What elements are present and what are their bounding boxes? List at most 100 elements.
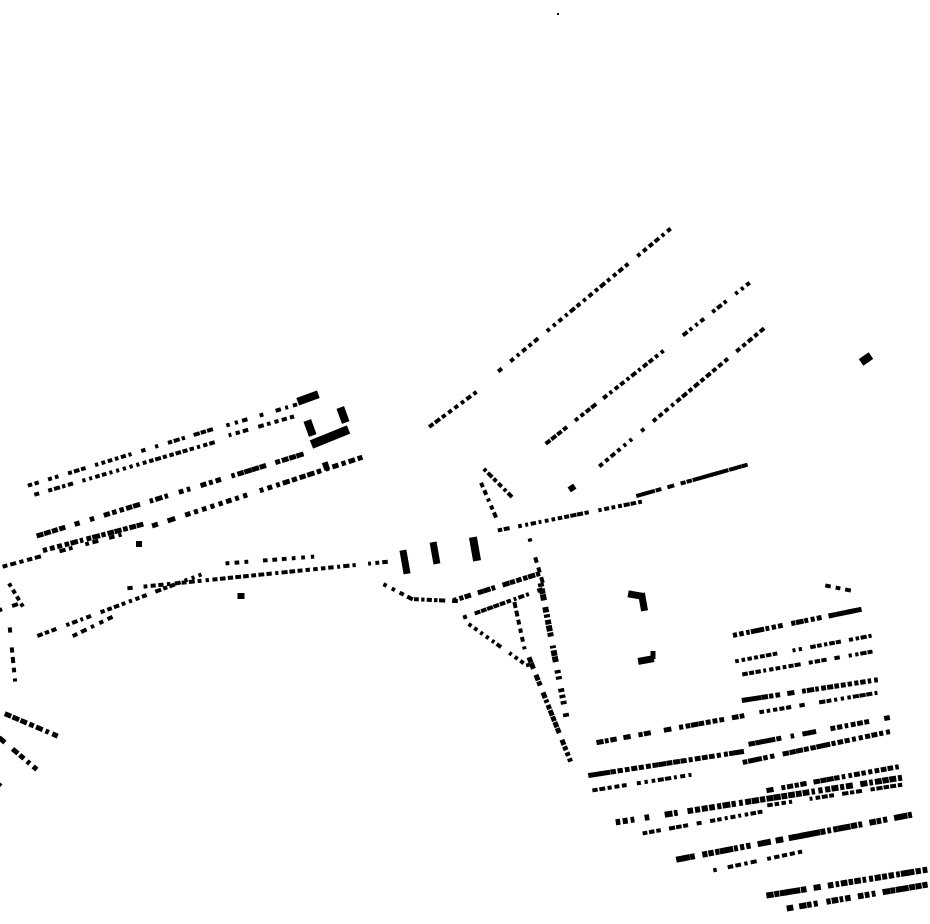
building [599,786,606,792]
building [871,890,876,898]
building [468,536,482,562]
building [641,362,649,369]
building [832,825,839,833]
building [837,738,844,746]
building [799,780,808,787]
building [10,746,20,756]
building [462,614,468,620]
building [657,411,664,419]
building [882,816,888,824]
building [496,481,504,489]
building [214,476,222,484]
building [592,787,598,793]
building [732,632,738,638]
building [601,769,611,776]
building [492,477,498,483]
building [106,606,113,612]
building [863,718,870,725]
building [106,614,114,622]
building [289,569,296,574]
building [679,773,686,779]
building [9,647,15,653]
building [830,784,839,792]
building [544,518,549,524]
building [604,737,610,744]
building [814,658,821,664]
building [242,573,249,579]
building [888,872,895,879]
building [50,626,58,633]
building [792,648,796,653]
building [58,547,67,554]
building [603,506,610,512]
building [234,420,239,425]
building [847,772,853,779]
building [703,472,713,479]
building [291,556,296,561]
building [101,471,107,477]
building [746,336,754,344]
building [741,671,749,677]
building [508,651,513,657]
building [759,709,765,715]
building [867,678,872,684]
building [785,888,795,896]
building [235,430,241,436]
building [737,813,742,818]
building [166,581,171,587]
building [44,728,50,735]
building [781,852,788,858]
building [495,642,503,649]
building [650,651,656,659]
building [870,786,876,792]
building [642,830,648,836]
building [647,241,655,249]
building [266,571,272,577]
building [482,467,488,473]
building [162,585,168,591]
building [687,807,694,815]
building [825,898,832,905]
building [802,789,810,797]
building [699,376,706,384]
building [590,402,598,410]
building [755,669,762,675]
building [828,640,836,646]
building [790,620,796,627]
building [742,759,748,765]
building [653,353,660,359]
building [168,452,175,458]
building [467,622,473,628]
building [848,653,853,658]
building [638,764,645,771]
building [607,785,612,790]
building [641,247,648,253]
building [678,724,684,730]
building [532,336,540,344]
building [496,366,504,374]
building [452,597,458,603]
building [0,607,3,613]
building [833,697,838,702]
building [775,836,784,844]
building [557,515,563,521]
building [275,481,281,488]
building [615,818,621,826]
building [812,829,821,837]
building [175,450,182,456]
building [800,886,807,893]
building [855,788,863,794]
building [237,593,245,599]
building [181,580,187,585]
building [826,698,832,704]
building [506,491,514,499]
building [609,768,617,775]
building [773,890,780,898]
building [111,509,118,516]
building [26,556,33,562]
building [209,503,216,510]
building [598,281,607,289]
building [694,755,701,762]
building [438,598,446,603]
building [788,799,793,805]
